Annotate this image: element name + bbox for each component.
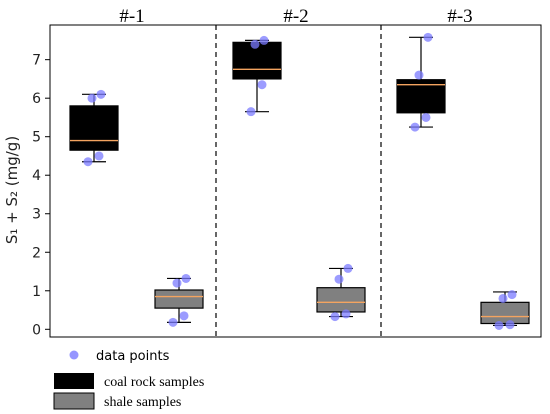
panel-titles: #-1 #-2 #-3 [119,6,472,27]
boxes [69,32,530,330]
y-tick-label-0: 0 [32,322,41,338]
y-tick-label-4: 4 [32,168,41,184]
data-point [334,274,344,284]
box-iqr [480,301,530,325]
panel-title-3: #-3 [447,6,472,27]
box-iqr [232,41,282,80]
legend-label-coal: coal rock samples [104,375,204,390]
y-tick-label-6: 6 [32,91,41,107]
data-point [414,70,424,80]
data-point [494,320,504,330]
y-tick-label-5: 5 [32,130,41,146]
panel-title-2: #-2 [283,6,308,27]
box-panel3-coal [396,32,446,132]
data-point [498,293,508,303]
y-tick-label-3: 3 [32,207,41,223]
data-point [341,309,351,319]
data-point [343,263,353,273]
panel-title-1: #-1 [119,6,144,27]
data-point [181,273,191,283]
data-point [250,39,260,49]
y-axis-label: S₁ + S₂ (mg/g) [3,136,21,244]
data-point [246,107,256,117]
data-point [257,80,267,90]
data-point [83,157,93,167]
box-iqr [154,289,204,309]
box-panel2-shale [316,263,366,322]
data-point [410,122,420,132]
data-point [96,89,106,99]
data-point [507,290,517,300]
plot-frame [49,24,542,338]
legend-label-shale: shale samples [104,395,181,410]
data-point [259,35,269,45]
y-tick-label-7: 7 [32,53,41,69]
y-tick-label-2: 2 [32,245,41,261]
data-point [421,112,431,122]
legend-marker-data-points [69,350,79,360]
data-point [330,312,340,322]
data-point [172,278,182,288]
data-point [94,151,104,161]
y-axis: 0 1 2 3 4 5 6 7 [32,53,50,338]
y-tick-label-1: 1 [32,284,41,300]
data-point [423,32,433,42]
legend: data points coal rock samples shale samp… [53,349,204,410]
legend-swatch-coal [54,373,94,389]
box-iqr [316,287,366,313]
legend-swatch-shale [53,392,95,410]
data-point [168,317,178,327]
box-panel1-coal [69,89,119,167]
legend-label-data-points: data points [96,349,170,364]
box-panel1-shale [154,273,204,327]
data-point [179,311,189,321]
box-panel3-shale [480,290,530,330]
box-iqr [69,105,119,151]
box-panel2-coal [232,35,282,117]
data-point [87,93,97,103]
data-point [505,320,515,330]
